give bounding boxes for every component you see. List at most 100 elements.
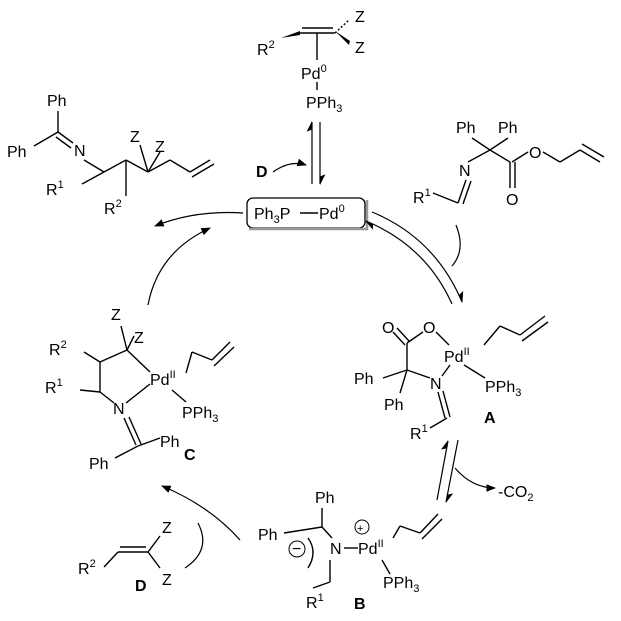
- a-allyl-1: [499, 325, 521, 336]
- top-z2: Z: [355, 40, 365, 57]
- b-ph1: Ph: [315, 490, 335, 507]
- a-pd: PdII: [444, 346, 470, 366]
- c-pd-allyl: [185, 351, 193, 374]
- a-to-catalyst-arrow: [365, 220, 453, 305]
- d-r2: R2: [78, 558, 96, 578]
- c-c-ph2: [137, 437, 161, 447]
- sub-bond-carbonyl: [489, 149, 511, 163]
- c-c-z2: [126, 335, 135, 351]
- top-r2: R2: [257, 39, 275, 59]
- c-r1-ch: [79, 389, 101, 393]
- sub-bond-n: [467, 149, 491, 163]
- c-n-pd: [125, 383, 151, 404]
- b-plus: +: [357, 523, 363, 535]
- catalyst-to-a-arrow: [371, 211, 464, 303]
- prod-ch-cz: [125, 159, 149, 173]
- top-d-label: D: [256, 164, 268, 181]
- sub-n: N: [459, 163, 471, 180]
- top-wedge-left: [281, 31, 300, 38]
- b-pd: PdII: [358, 538, 384, 558]
- a-ch-r1: [429, 417, 448, 429]
- sub-bond-ph1: [471, 137, 491, 151]
- prod-c-n-double-2: [55, 136, 72, 149]
- catalyst-to-product-arrow: [154, 211, 244, 227]
- sub-o-carbonyl: O: [506, 192, 518, 209]
- b-pph3: PPh3: [383, 575, 419, 595]
- intermediate-b: Ph Ph − N PdII + PPh3 R1 B: [258, 490, 443, 613]
- c-ph2: Ph: [160, 434, 180, 451]
- b-ph2: Ph: [258, 527, 278, 544]
- prod-z2: Z: [155, 139, 165, 156]
- b-to-c-arrow: [161, 485, 241, 541]
- prod-c-ch2: [147, 159, 171, 173]
- b-minus-circle: [288, 540, 306, 558]
- c-r2: R2: [49, 339, 67, 359]
- c-allyl-double: [213, 346, 235, 367]
- a-ph2: Ph: [384, 397, 404, 414]
- c-r2-ch: [83, 351, 101, 363]
- sub-o-ch2: [542, 151, 561, 163]
- a-to-b-arrow: [445, 439, 459, 504]
- a-cph-ph2: [399, 369, 408, 394]
- c-n-c-double-2: [128, 416, 142, 445]
- b-allyl-1: [399, 525, 421, 534]
- prod-ch-ch2: [189, 159, 211, 173]
- a-c-o-double: [392, 331, 406, 346]
- a-cph-n: [406, 369, 431, 379]
- catalyst-ligand: Ph3P: [254, 206, 290, 226]
- top-pph3: PPh3: [306, 95, 342, 115]
- prod-n-ch: [83, 159, 105, 173]
- product: Ph Ph N R1 R2 Z Z: [7, 93, 215, 218]
- c-z1: Z: [111, 307, 121, 324]
- prod-c-n-double: [57, 131, 74, 144]
- b-allyl-2: [419, 513, 439, 534]
- c-c-ph1: [114, 445, 139, 459]
- c-pd: PdII: [150, 369, 176, 389]
- top-hash-z1: [334, 19, 350, 34]
- sub-c-o-bond: [511, 151, 529, 163]
- d-r2-ch: [103, 551, 119, 568]
- a-ph1: Ph: [354, 371, 374, 388]
- d-z1: Z: [162, 520, 172, 537]
- a-pph3: PPh3: [485, 379, 521, 399]
- d-label: D: [135, 578, 147, 595]
- sub-ch2-ch: [559, 149, 581, 163]
- a-cph-ph1: [382, 369, 408, 379]
- prod-vinyl-double: [191, 163, 215, 178]
- sub-ch-ch2: [579, 149, 601, 163]
- sub-r1: R1: [413, 187, 431, 207]
- cycle-arrows: -CO2: [147, 211, 533, 569]
- c-cz-pd: [126, 349, 151, 373]
- a-n-ch-double: [437, 391, 446, 419]
- c-c-z1: [120, 325, 128, 351]
- co2-release-arrow: [454, 467, 496, 492]
- prod-c-ph2: [33, 131, 59, 147]
- a-o-pd: [435, 331, 450, 346]
- prod-r2: R2: [104, 198, 122, 218]
- b-ph2-c: [283, 526, 323, 534]
- d-entry-arrow: [184, 522, 204, 569]
- a-allyl-double: [521, 321, 549, 342]
- prod-r1: R1: [46, 179, 64, 199]
- prod-c-z1: [139, 144, 149, 173]
- substrate: Ph Ph N R1 O O: [413, 120, 605, 209]
- a-n-pd: [441, 364, 451, 377]
- c-to-product-arrow: [147, 227, 211, 306]
- c-r1: R1: [45, 377, 63, 397]
- c-z2: Z: [134, 330, 144, 347]
- b-n: N: [330, 541, 342, 558]
- b-minus: −: [292, 541, 301, 558]
- b-pd-p: [381, 559, 391, 575]
- c-ch-cz: [99, 349, 128, 363]
- c-ph1: Ph: [89, 456, 109, 473]
- intermediate-a: O O PdII PPh3 N Ph Ph R1 A: [354, 315, 549, 443]
- sub-ph2: Ph: [498, 120, 518, 137]
- b-plus-circle: [354, 519, 370, 535]
- prod-n: N: [74, 143, 86, 160]
- a-allyl-2: [519, 315, 546, 336]
- a-n-ch-double-2: [442, 390, 451, 418]
- prod-c-z2: [147, 151, 161, 173]
- b-pd-allyl: [392, 525, 401, 539]
- sub-ph1: Ph: [456, 120, 476, 137]
- intermediate-c: Z Z R2 R1 N PdII PPh3 Ph Ph C: [45, 307, 235, 473]
